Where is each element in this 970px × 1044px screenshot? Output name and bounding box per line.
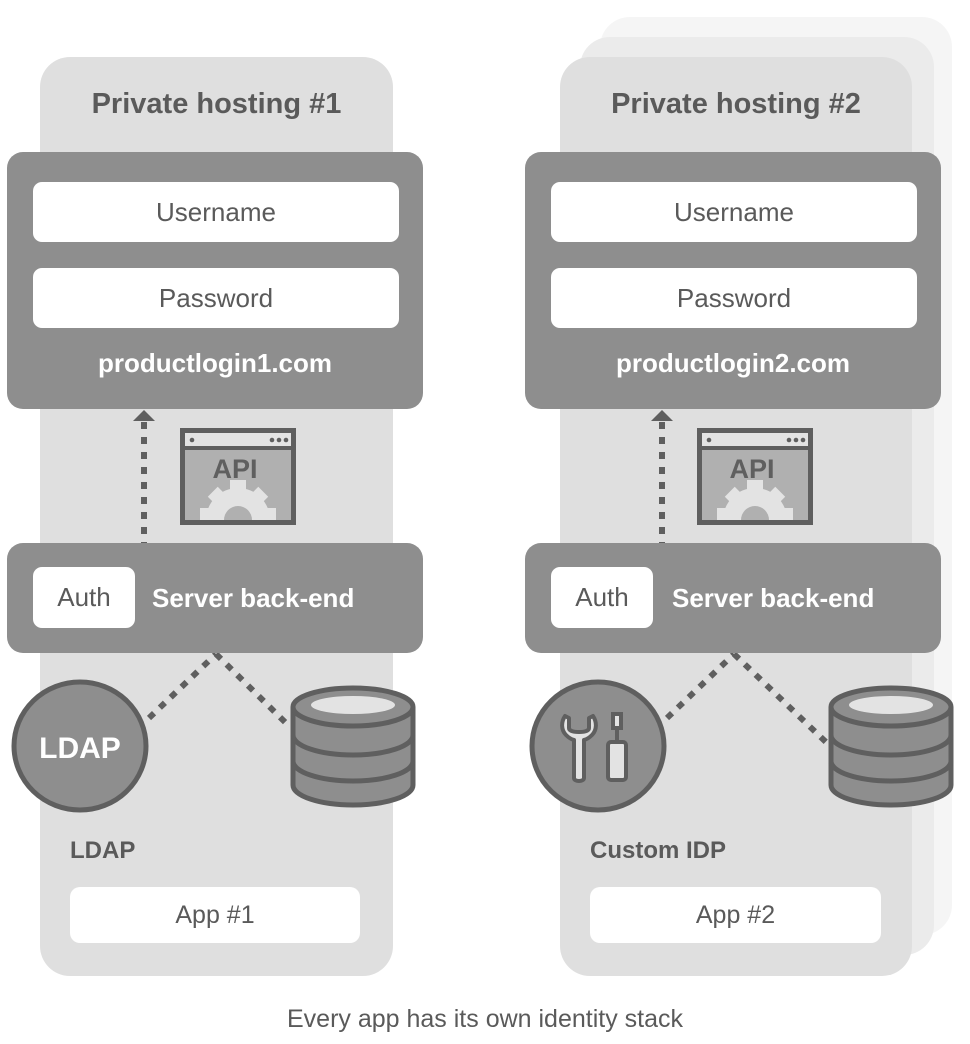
panel-1-idp-label: LDAP xyxy=(70,837,136,864)
diagram-caption: Every app has its own identity stack xyxy=(286,1005,684,1033)
panel-1-database-icon xyxy=(290,685,416,808)
panel-2-password-field[interactable]: Password xyxy=(551,268,917,328)
panel-2-title: Private hosting #2 xyxy=(611,88,861,120)
panel-2-auth-box: Auth xyxy=(551,567,653,628)
panel-1-api-icon-label: API xyxy=(212,454,257,484)
panel-2-api-icon: API xyxy=(697,428,813,525)
panel-2-database-icon xyxy=(828,685,954,808)
panel-2-username-field[interactable]: Username xyxy=(551,182,917,242)
panel-1-username-field[interactable]: Username xyxy=(33,182,399,242)
panel-1-api-icon: API xyxy=(180,428,296,525)
panel-2-login-domain: productlogin2.com xyxy=(616,348,850,378)
panel-2-server-label: Server back-end xyxy=(672,583,875,613)
ldap-circle-icon-text: LDAP xyxy=(39,732,121,765)
panel-2-app-box: App #2 xyxy=(590,887,881,943)
panel-1-app-box: App #1 xyxy=(70,887,360,943)
ldap-circle-icon: LDAP xyxy=(11,679,149,813)
panel-2-api-icon-label: API xyxy=(729,454,774,484)
panel-1-login-domain: productlogin1.com xyxy=(98,348,332,378)
panel-1-auth-box: Auth xyxy=(33,567,135,628)
panel-1-server-label: Server back-end xyxy=(152,583,355,613)
panel-1-password-field[interactable]: Password xyxy=(33,268,399,328)
panel-1-title: Private hosting #1 xyxy=(91,88,342,120)
wrench-screwdriver-icon xyxy=(529,679,667,813)
panel-2-idp-label: Custom IDP xyxy=(590,837,727,864)
